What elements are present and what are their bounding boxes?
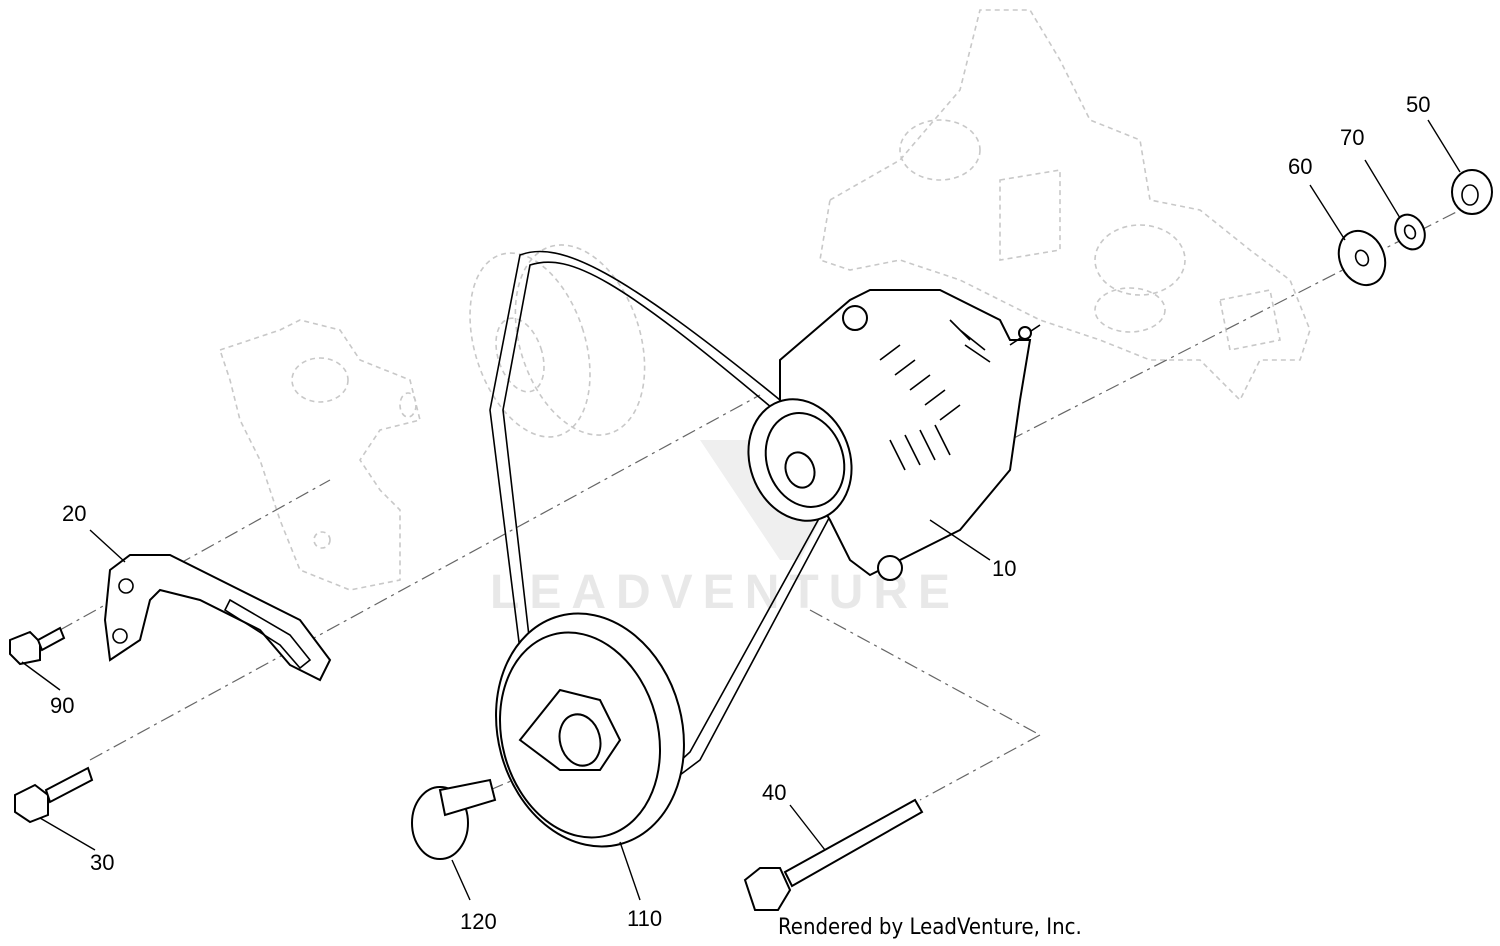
footer-credit: Rendered by LeadVenture, Inc. <box>778 915 1082 940</box>
callout-10: 10 <box>992 556 1016 581</box>
lock-washer-70 <box>1394 213 1426 251</box>
thermostat-housing-ghost <box>218 319 421 591</box>
callout-70: 70 <box>1340 125 1364 150</box>
watermark-text: LEADVENTURE <box>490 566 960 619</box>
callout-50: 50 <box>1406 92 1430 117</box>
callout-60: 60 <box>1288 154 1312 179</box>
bracket <box>103 554 332 682</box>
bolt-120 <box>411 778 497 860</box>
engine-block-ghost <box>819 9 1311 402</box>
washer-60 <box>1337 229 1387 287</box>
leader-lines <box>21 119 1461 901</box>
bolt-90 <box>9 626 66 666</box>
water-pump-pulley-ghost <box>469 244 646 438</box>
callout-30: 30 <box>90 850 114 875</box>
callout-120: 120 <box>460 909 497 934</box>
bolt-40 <box>743 798 924 911</box>
drive-belt <box>489 250 862 792</box>
callout-90: 90 <box>50 693 74 718</box>
callout-20: 20 <box>62 501 86 526</box>
nut-50 <box>1451 169 1493 215</box>
callout-40: 40 <box>762 780 786 805</box>
bolt-30 <box>14 766 94 824</box>
crankshaft-pulley <box>495 612 685 848</box>
callout-110: 110 <box>627 906 662 931</box>
alternator <box>747 289 1041 581</box>
